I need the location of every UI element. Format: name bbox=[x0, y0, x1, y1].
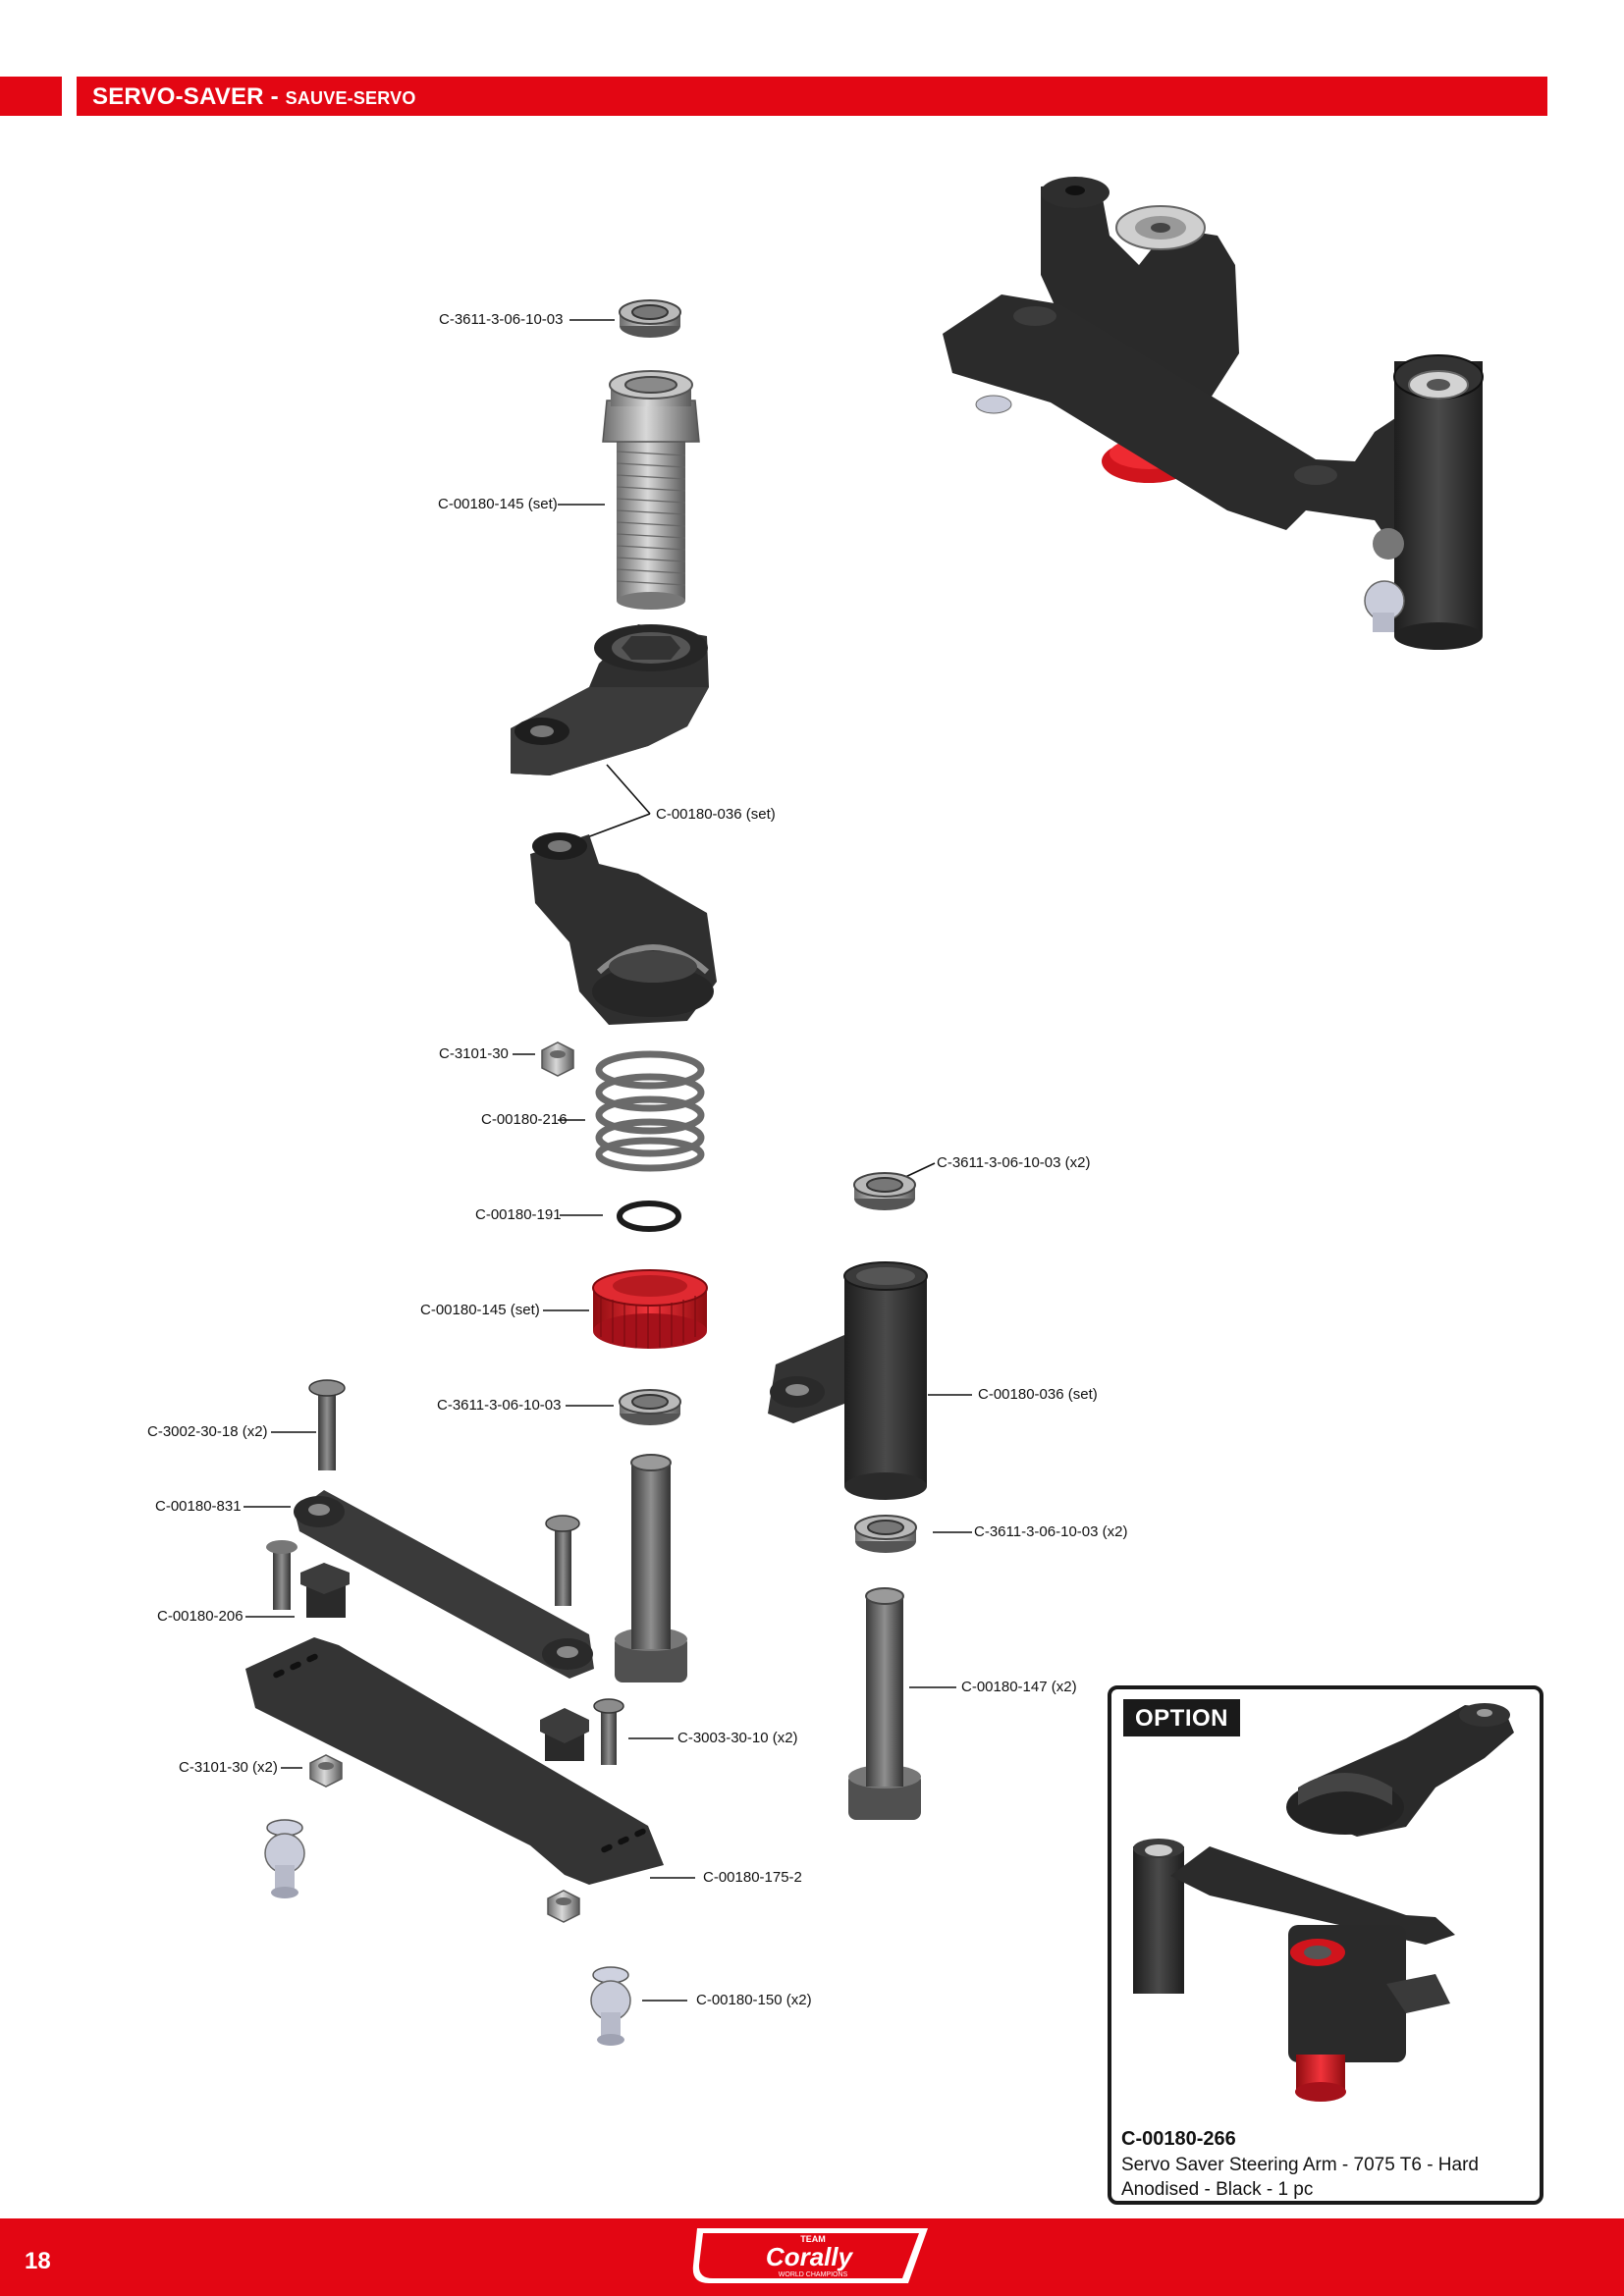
saver-arm-lower bbox=[530, 832, 717, 1025]
ball-stud-left bbox=[264, 1819, 305, 1898]
label-nut-3101-x2: C-3101-30 (x2) bbox=[179, 1759, 278, 1776]
option-description: Servo Saver Steering Arm - 7075 T6 - Har… bbox=[1121, 2155, 1479, 2200]
bushing-206 bbox=[266, 1540, 350, 1618]
label-bearing-mid: C-3611-3-06-10-03 bbox=[437, 1397, 562, 1414]
logo-tagline-text: WORLD CHAMPIONS bbox=[779, 2271, 848, 2278]
saver-arm-upper bbox=[511, 624, 709, 775]
label-screw-3002: C-3002-30-18 (x2) bbox=[147, 1423, 268, 1440]
label-plate-175: C-00180-175-2 bbox=[703, 1869, 802, 1886]
bearing-right-top bbox=[853, 1172, 916, 1210]
option-part-code: C-00180-266 bbox=[1121, 2128, 1236, 2150]
label-bearing-x2-top: C-3611-3-06-10-03 (x2) bbox=[937, 1154, 1091, 1171]
title-subtitle: SAUVE-SERVO bbox=[285, 88, 416, 108]
label-red-nut-set: C-00180-145 (set) bbox=[420, 1302, 540, 1318]
bearing-top bbox=[619, 299, 681, 338]
label-shaft-set: C-00180-145 (set) bbox=[438, 496, 558, 512]
assembled-servo-saver bbox=[943, 177, 1484, 650]
screw-3002 bbox=[308, 1379, 346, 1470]
screw-link bbox=[545, 1515, 580, 1606]
label-screw-3003: C-3003-30-10 (x2) bbox=[677, 1730, 798, 1746]
post-center bbox=[615, 1454, 687, 1682]
nut-small bbox=[541, 1041, 574, 1077]
option-illustration bbox=[1133, 1703, 1514, 2102]
ball-stud-bottom bbox=[590, 1966, 631, 2046]
label-arm-set-2: C-00180-036 (set) bbox=[978, 1386, 1098, 1403]
label-arm-set-1: C-00180-036 (set) bbox=[656, 806, 776, 823]
screw-3003 bbox=[540, 1698, 624, 1765]
label-nut-3101: C-3101-30 bbox=[439, 1045, 509, 1062]
page-title: SERVO-SAVER - SAUVE-SERVO bbox=[92, 77, 416, 116]
page-number: 18 bbox=[25, 2248, 51, 2274]
option-arm bbox=[1286, 1703, 1514, 1837]
o-ring bbox=[617, 1201, 681, 1232]
label-bushing-206: C-00180-206 bbox=[157, 1608, 244, 1625]
label-bearing-top: C-3611-3-06-10-03 bbox=[439, 311, 564, 328]
label-spring: C-00180-216 bbox=[481, 1111, 568, 1128]
logo-team-text: TEAM bbox=[800, 2234, 826, 2244]
threaded-shaft bbox=[602, 370, 700, 610]
option-tag: OPTION bbox=[1123, 1699, 1241, 1736]
nut-left bbox=[309, 1754, 343, 1788]
bearing-right-bottom bbox=[854, 1515, 917, 1553]
option-assembly bbox=[1133, 1839, 1455, 2102]
spring bbox=[595, 1050, 705, 1172]
nut-right bbox=[547, 1890, 580, 1923]
option-box: OPTION C-00180-266 Servo Saver Steering … bbox=[1108, 1685, 1543, 2205]
title-main: SERVO-SAVER bbox=[92, 83, 264, 110]
team-corally-logo: TEAM Corally WORLD CHAMPIONS bbox=[692, 2228, 928, 2283]
header-bar bbox=[77, 77, 1547, 116]
label-post-147: C-00180-147 (x2) bbox=[961, 1679, 1077, 1695]
label-oring: C-00180-191 bbox=[475, 1206, 562, 1223]
red-adjust-nut bbox=[592, 1269, 708, 1349]
header-accent-block bbox=[0, 77, 62, 116]
saver-arm-right bbox=[768, 1261, 928, 1500]
title-separator: - bbox=[263, 83, 286, 110]
label-bearing-x2-bottom: C-3611-3-06-10-03 (x2) bbox=[974, 1523, 1128, 1540]
leader-lines bbox=[244, 319, 972, 2002]
link-arm bbox=[294, 1490, 594, 1679]
plate-175 bbox=[245, 1637, 664, 1885]
post-right bbox=[848, 1587, 921, 1820]
bearing-mid bbox=[619, 1389, 681, 1425]
label-link-831: C-00180-831 bbox=[155, 1498, 242, 1515]
logo-main-text: Corally bbox=[766, 2242, 854, 2271]
label-ball-150: C-00180-150 (x2) bbox=[696, 1992, 812, 2008]
